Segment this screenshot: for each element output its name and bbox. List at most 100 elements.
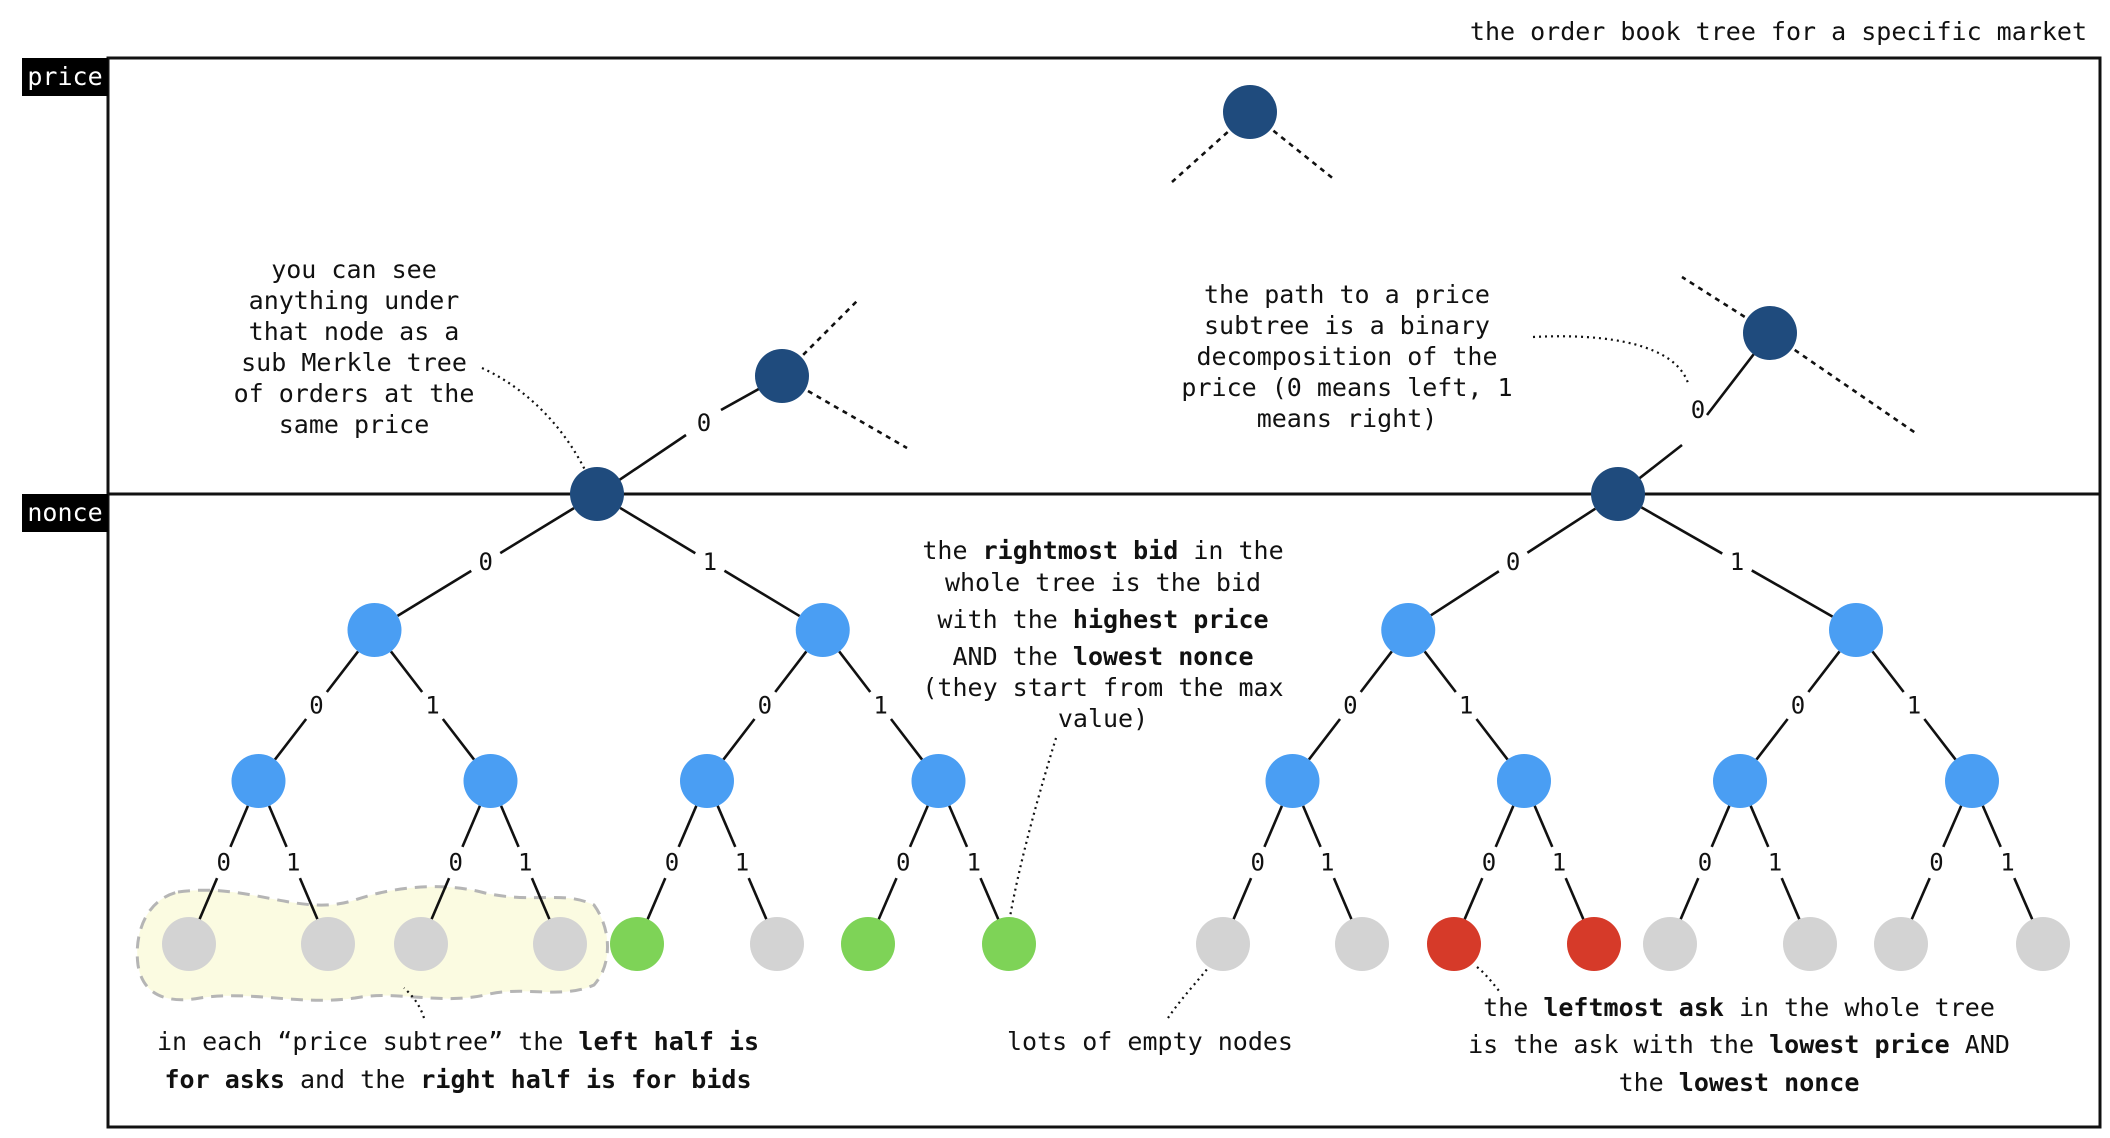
bit-label: 1: [1907, 692, 1921, 720]
tree-edge: [389, 650, 424, 693]
tree-edge: [1871, 650, 1905, 693]
tree-edge: [838, 650, 872, 693]
ask-leaf-node: [1567, 917, 1621, 971]
path-note-line: decomposition of the: [1196, 342, 1497, 371]
tree-edge: [619, 506, 696, 555]
tree-edge: [229, 805, 250, 848]
tree-edge: [1533, 805, 1554, 848]
tree-edge: [441, 718, 476, 761]
nonce-inner-node: [1497, 754, 1551, 808]
empty-leaf-node: [1196, 917, 1250, 971]
bid-leaf-node: [841, 917, 895, 971]
bit-label: 1: [518, 849, 532, 877]
bit-label: 1: [286, 849, 300, 877]
tree-edge: [1640, 506, 1723, 555]
tree-edge: [979, 877, 1000, 920]
bit-label: 0: [665, 849, 679, 877]
tree-edge: [298, 877, 319, 920]
price-section-tag: price: [22, 58, 108, 96]
price-section-label: price: [27, 62, 102, 91]
nonce-inner-node: [1381, 603, 1436, 657]
tree-edge: [747, 877, 768, 920]
bid-leaf-node: [610, 917, 664, 971]
bit-label: 0: [896, 849, 910, 877]
bit-label: 1: [1768, 849, 1782, 877]
tree-edge: [677, 805, 698, 848]
path-note-line: means right): [1257, 404, 1438, 433]
price-root-node: [1223, 85, 1277, 139]
tree-edge: [722, 718, 756, 761]
tree-edge: [948, 805, 969, 848]
tree-edge: [1807, 650, 1841, 693]
bit-label: 1: [1552, 849, 1566, 877]
tree-edge: [1564, 877, 1585, 920]
tree-edge: [1755, 718, 1789, 761]
tree-edges: [198, 506, 2034, 920]
tree-edge: [1910, 877, 1931, 920]
bit-label: 1: [873, 692, 887, 720]
bit-label: 0: [217, 849, 231, 877]
nonce-inner-node: [463, 754, 518, 808]
empty-leaf-node: [750, 917, 804, 971]
bid-leaf-node: [982, 917, 1036, 971]
subtree-note-line: that node as a: [249, 317, 460, 346]
bit-label: 0: [309, 692, 323, 720]
tree-edge: [396, 569, 472, 618]
tree-edge: [723, 569, 801, 618]
bit-label: 1: [1320, 849, 1334, 877]
tree-edge: [430, 877, 451, 920]
nonce-inner-node: [1829, 603, 1883, 657]
tree-edge: [325, 650, 360, 693]
tree-edge: [267, 805, 288, 848]
tree-edge: [1430, 570, 1500, 617]
ask-half-highlight: [135, 885, 609, 1002]
subtree-note-line: you can see: [271, 255, 437, 284]
bit-label: 0: [479, 548, 493, 576]
tree-edge: [273, 718, 308, 761]
empty-leaf-node: [533, 917, 587, 971]
nonce-inner-node: [1945, 754, 1999, 808]
tree-edge: [1981, 805, 2002, 848]
empty-leaf-node: [162, 917, 216, 971]
empty-leaf-node: [394, 917, 448, 971]
bit-label: 0: [1251, 849, 1265, 877]
nonce-inner-node: [1265, 754, 1320, 808]
tree-edge: [889, 718, 924, 761]
price-subtree-root-node: [570, 467, 624, 521]
bit-label: 1: [2000, 849, 2014, 877]
subtree-pointer: [481, 367, 586, 471]
tree-edge: [2013, 877, 2034, 920]
nonce-section-label: nonce: [27, 498, 102, 527]
bit-label: 1: [1730, 548, 1744, 576]
path-note-line: subtree is a binary: [1204, 311, 1490, 340]
price-node: [755, 349, 809, 403]
tree-edge: [499, 506, 575, 555]
ask-note-line: the leftmost ask in the whole tree: [1483, 993, 1995, 1022]
tree-edge: [461, 805, 482, 848]
tree-edge: [1749, 805, 1770, 848]
path-annotation: the path to a price subtree is a binary …: [1181, 280, 1690, 433]
diagram-frame: [106, 56, 2102, 1129]
empty-nodes-annotation: lots of empty nodes: [1007, 967, 1293, 1056]
tree-edge: [774, 650, 808, 693]
bit-label: 1: [1459, 692, 1473, 720]
tree-edge: [1494, 805, 1515, 848]
nonce-inner-node: [347, 603, 402, 657]
tree-edge: [716, 805, 737, 848]
bit-label: 0: [449, 849, 463, 877]
tree-edge: [877, 877, 898, 920]
tree-edge: [646, 877, 667, 920]
tree-edge: [530, 877, 551, 920]
bid-note-line: whole tree is the bid: [945, 568, 1261, 597]
empty-leaf-node: [1335, 917, 1389, 971]
bid-note-line: with the highest price: [937, 605, 1268, 634]
ask-leaf-node: [1427, 917, 1481, 971]
bid-note-line: the rightmost bid in the: [922, 536, 1283, 565]
tree-edge: [1780, 877, 1801, 920]
tree-edge: [1307, 718, 1342, 761]
empty-leaf-node: [1643, 917, 1697, 971]
nonce-inner-node: [680, 754, 734, 808]
bit-label: 0: [1929, 849, 1943, 877]
nonce-inner-node: [1713, 754, 1767, 808]
